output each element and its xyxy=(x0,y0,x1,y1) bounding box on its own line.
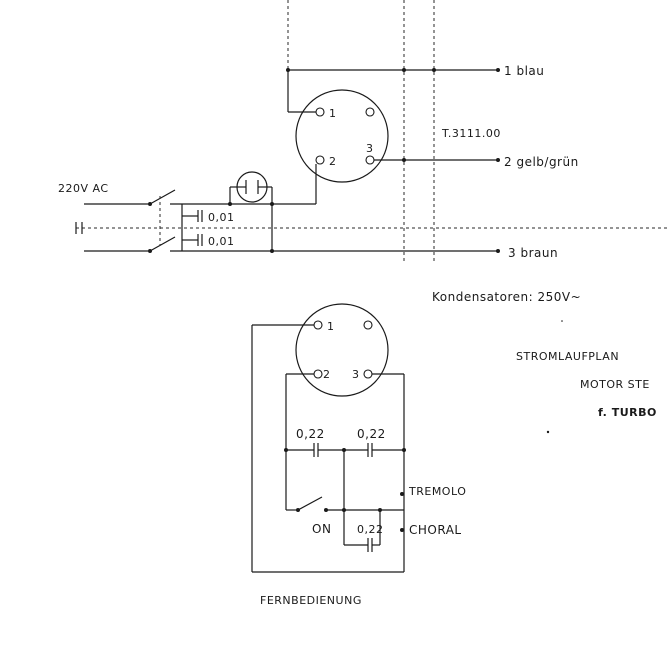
connector-bottom-pin-2-label: 2 xyxy=(323,368,331,381)
on-label: ON xyxy=(312,522,331,536)
capacitor-left-label: 0,22 xyxy=(296,427,325,441)
capacitor-top-label: 0,01 xyxy=(208,211,235,224)
connector-bottom-pin-empty xyxy=(363,320,373,330)
connector-bottom-pin-1 xyxy=(313,320,323,330)
supply-label: 220V AC xyxy=(58,182,109,195)
connector-bottom-pin-2 xyxy=(313,369,323,379)
connector-top-pin-1-label: 1 xyxy=(329,107,337,120)
connector-top: 1 2 3 xyxy=(295,89,389,183)
plan-title-line-1: STROMLAUFPLAN xyxy=(516,350,619,363)
capacitor-right-label: 0,22 xyxy=(357,427,386,441)
connector-bottom-pin-3 xyxy=(363,369,373,379)
wire-2-label: 2 gelb/grün xyxy=(504,155,579,169)
connector-bottom-pin-1-label: 1 xyxy=(327,320,335,333)
interference-capacitors xyxy=(181,204,203,251)
remote-control-label: FERNBEDIENUNG xyxy=(260,594,362,607)
connector-top-pin-2 xyxy=(315,155,325,165)
connector-top-pin-2-label: 2 xyxy=(329,155,337,168)
connector-top-pin-3 xyxy=(365,155,375,165)
connector-top-pin-empty xyxy=(365,107,375,117)
plan-title-line-3: f. TURBO xyxy=(598,406,657,419)
wire-1-label: 1 blau xyxy=(504,64,544,78)
capacitor-choral-label: 0,22 xyxy=(357,523,384,536)
indicator-lamp xyxy=(229,171,273,204)
wire-1-blau xyxy=(286,68,500,113)
connector-top-pin-3-label: 3 xyxy=(366,142,374,155)
part-number-label: T.3111.00 xyxy=(441,127,501,140)
capacitors-note: Kondensatoren: 250V~ xyxy=(432,290,581,304)
choral-label: CHORAL xyxy=(409,523,462,537)
top-dashed-guides xyxy=(76,0,670,262)
capacitor-bottom-label: 0,01 xyxy=(208,235,235,248)
connector-bottom: 1 2 3 xyxy=(295,303,389,397)
wire-3-label: 3 braun xyxy=(508,246,558,260)
wire-2-gelb-gruen xyxy=(374,158,500,162)
plan-title-line-2: MOTOR STE xyxy=(580,378,650,391)
tremolo-label: TREMOLO xyxy=(408,485,466,498)
remote-wiring xyxy=(251,324,406,573)
supply-wires xyxy=(75,189,500,253)
connector-top-pin-1 xyxy=(315,107,325,117)
connector-bottom-pin-3-label: 3 xyxy=(352,368,360,381)
